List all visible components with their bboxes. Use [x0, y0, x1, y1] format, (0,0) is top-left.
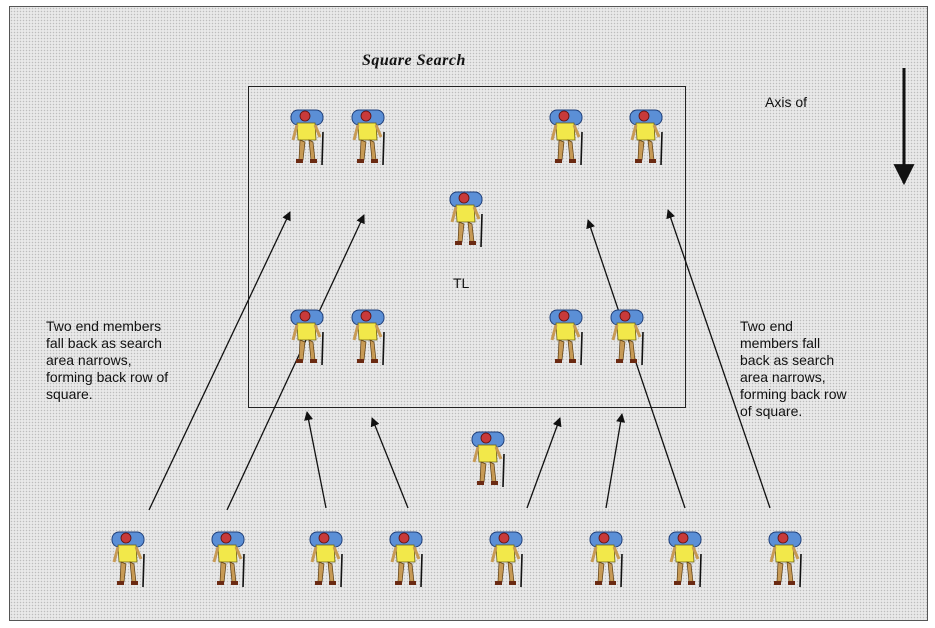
hiker-icon	[289, 108, 325, 167]
hiker-icon	[667, 530, 703, 589]
movement-arrow	[586, 219, 686, 509]
hiker-icon	[588, 530, 624, 589]
hiker-icon	[350, 308, 386, 367]
axis-label: Axis of	[765, 94, 808, 110]
movement-arrow	[148, 211, 291, 511]
hiker-icon	[308, 530, 344, 589]
hiker-icon	[388, 530, 424, 589]
hiker-icon	[448, 190, 484, 249]
team-leader-label: TL	[453, 275, 470, 291]
movement-arrow	[605, 413, 626, 509]
right-annotation: Two end members fall back as search area…	[740, 318, 847, 419]
hiker-icon	[210, 530, 246, 589]
square-search-area	[248, 86, 686, 408]
diagram-title: Square Search	[362, 52, 466, 69]
hiker-icon	[767, 530, 803, 589]
movement-arrow	[370, 417, 409, 509]
movement-arrow	[526, 417, 562, 509]
hiker-icon	[548, 108, 584, 167]
hiker-icon	[628, 108, 664, 167]
hiker-icon	[609, 308, 645, 367]
movement-arrow	[666, 209, 771, 509]
hiker-icon	[548, 308, 584, 367]
hiker-icon	[488, 530, 524, 589]
hiker-icon	[470, 430, 506, 489]
hiker-icon	[289, 308, 325, 367]
movement-arrow	[226, 214, 365, 511]
hiker-icon	[350, 108, 386, 167]
movement-arrow	[304, 411, 327, 509]
diagram-panel	[9, 6, 928, 621]
hiker-icon	[110, 530, 146, 589]
left-annotation: Two end members fall back as search area…	[46, 318, 169, 402]
